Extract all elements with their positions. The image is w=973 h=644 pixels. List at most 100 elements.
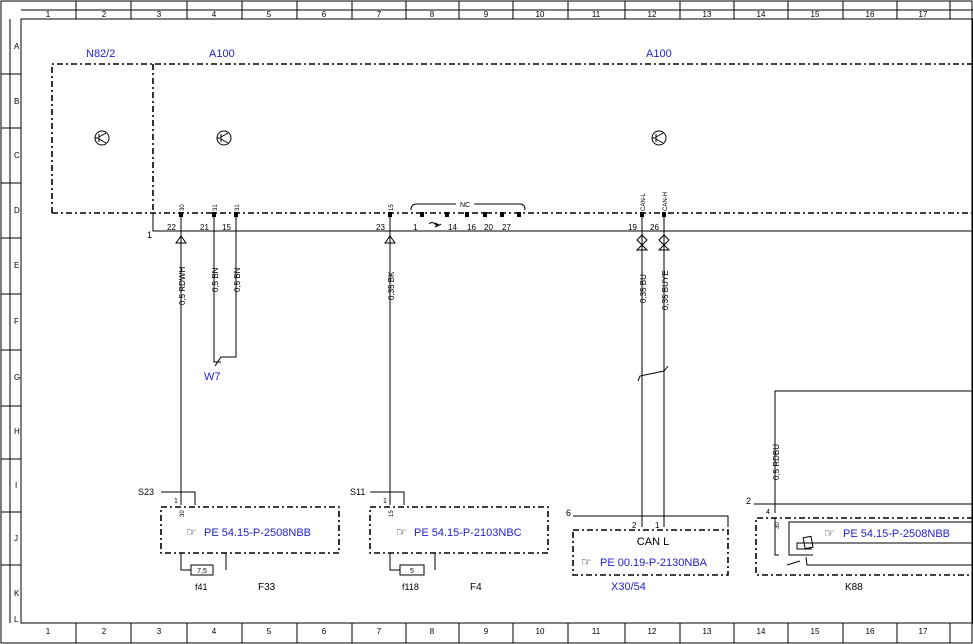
col-label: 3 xyxy=(157,10,162,19)
contact-label: 15 xyxy=(389,510,395,517)
wire-arrow-icon xyxy=(175,234,671,251)
col-label: 6 xyxy=(322,627,327,636)
col-label: 6 xyxy=(322,10,327,19)
reference-link[interactable]: PE 54.15-P-2508NBB xyxy=(843,528,950,540)
col-label: 12 xyxy=(648,10,657,19)
pointing-hand-icon: ☞ xyxy=(396,525,407,539)
pin-number: 26 xyxy=(650,223,659,232)
switch-s23: S23 1 30 ☞ PE 54.15-P-2508NBB 7,5 f41 F3… xyxy=(138,487,340,593)
pointing-hand-icon: ☞ xyxy=(824,526,835,540)
pin-number: 1 xyxy=(413,223,418,232)
row-label: I xyxy=(15,481,17,490)
grid-columns-top: 1 2 3 4 5 6 7 8 9 10 11 12 13 14 15 16 1… xyxy=(21,1,973,19)
col-label: 5 xyxy=(267,627,272,636)
connector-x30-54: 6 2 1 CAN L ☞ PE 00.19-P-2130NBA X30/54 xyxy=(566,508,729,593)
reference-link[interactable]: PE 00.19-P-2130NBA xyxy=(600,557,708,569)
wire-label: 0,5 RDWH xyxy=(178,267,187,305)
contact-label: 30 xyxy=(775,522,781,529)
row-label: L xyxy=(14,615,19,624)
pin-number: 4 xyxy=(766,509,770,516)
col-label: 2 xyxy=(102,10,107,19)
col-label: 2 xyxy=(102,627,107,636)
col-label: 5 xyxy=(267,10,272,19)
row-label: B xyxy=(14,97,19,106)
pointing-hand-icon: ☞ xyxy=(186,525,197,539)
row-label: K xyxy=(14,589,20,598)
col-label: 15 xyxy=(811,627,820,636)
fuse-label: f41 xyxy=(195,582,208,592)
row-label: C xyxy=(14,151,20,160)
col-label: 12 xyxy=(648,627,657,636)
pin-number: 1 xyxy=(174,498,178,505)
wires xyxy=(180,217,973,527)
row-label: J xyxy=(14,534,18,543)
contact-label: 31 xyxy=(235,204,241,211)
wire-label: 0,35 BK xyxy=(387,271,396,300)
col-label: 9 xyxy=(484,627,489,636)
ground-point-label: W7 xyxy=(204,371,221,383)
col-label: 8 xyxy=(430,627,435,636)
col-label: 3 xyxy=(157,627,162,636)
component-label-s23: S23 xyxy=(138,487,154,497)
transistor-icon xyxy=(94,130,110,146)
nc-bracket: NC xyxy=(410,200,526,228)
col-label: 11 xyxy=(592,10,601,19)
pin-number: 16 xyxy=(467,223,476,232)
pin-numbers: 22 21 15 23 1 14 16 20 27 19 26 xyxy=(167,223,659,232)
col-label: 1 xyxy=(46,627,51,636)
pin-number: 27 xyxy=(502,223,511,232)
transistor-icon xyxy=(216,130,232,146)
pin-number: 2 xyxy=(632,521,637,530)
grid-columns-bottom: 1 2 3 4 5 6 7 8 9 10 11 12 13 14 15 16 1… xyxy=(21,622,973,643)
pin-number: 1 xyxy=(655,521,660,530)
frame-number: 2 xyxy=(746,496,751,506)
pin-number: 21 xyxy=(200,223,209,232)
col-label: 14 xyxy=(757,10,766,19)
wire-label: 0,5 RDBU xyxy=(772,444,781,480)
col-label: 1 xyxy=(46,10,51,19)
wire-label: 0,35 BUYE xyxy=(661,270,670,310)
wire-label: 0,5 BN xyxy=(233,267,242,292)
col-label: 14 xyxy=(757,627,766,636)
connector-frame xyxy=(152,213,973,232)
col-label: 10 xyxy=(536,10,545,19)
component-label-s11: S11 xyxy=(350,487,365,497)
row-label: A xyxy=(14,42,20,51)
grid-rows: A B C D E F G H I J K L xyxy=(1,19,21,624)
nc-label: NC xyxy=(460,202,470,209)
component-label-a100: A100 xyxy=(209,48,235,60)
pin-number: 15 xyxy=(222,223,231,232)
fuse-rating: 5 xyxy=(410,568,414,575)
component-label-x30-54: X30/54 xyxy=(611,581,646,593)
component-label-n82-2: N82/2 xyxy=(86,48,115,60)
col-label: 13 xyxy=(703,627,712,636)
frame-number: 6 xyxy=(566,508,571,518)
col-label: 13 xyxy=(703,10,712,19)
col-label: 17 xyxy=(919,10,928,19)
bus-label: CAN L xyxy=(637,536,669,548)
wire-label: 0,5 BN xyxy=(211,267,220,292)
col-label: 4 xyxy=(212,627,217,636)
component-label-f4: F4 xyxy=(470,582,482,593)
relay-k88: 2 4 30 ☞ PE 54.15-P-2508NBB K88 xyxy=(746,496,973,593)
component-label-f33: F33 xyxy=(258,582,276,593)
row-label: E xyxy=(14,261,19,270)
transistor-icon xyxy=(651,130,667,146)
col-label: 8 xyxy=(430,10,435,19)
contact-label: CAN-H xyxy=(663,192,669,211)
row-label: D xyxy=(14,206,20,215)
reference-link[interactable]: PE 54.15-P-2508NBB xyxy=(204,527,311,539)
col-label: 11 xyxy=(592,627,601,636)
row-label: H xyxy=(14,427,20,436)
reference-link[interactable]: PE 54.15-P-2103NBC xyxy=(414,527,522,539)
connector-frame-number: 1 xyxy=(147,230,152,240)
pin-number: 20 xyxy=(484,223,493,232)
pin-number: 23 xyxy=(376,223,385,232)
pin-number: 14 xyxy=(448,223,457,232)
fuse-rating: 7,5 xyxy=(197,568,207,575)
fuse-label: f118 xyxy=(402,582,419,592)
pin-number: 1 xyxy=(383,498,387,505)
col-label: 16 xyxy=(866,627,875,636)
